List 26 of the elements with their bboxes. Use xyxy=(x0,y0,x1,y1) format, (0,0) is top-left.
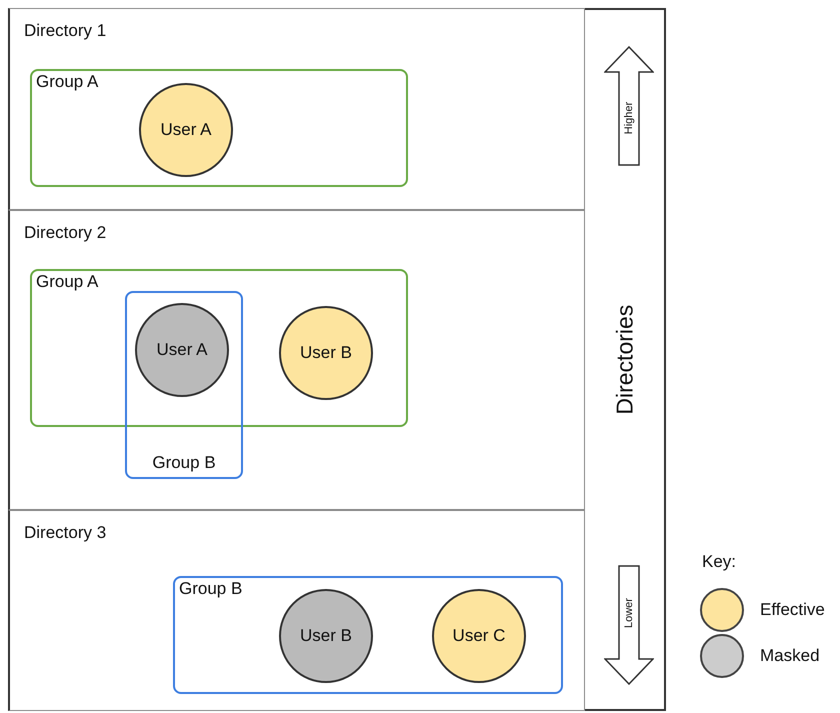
legend-title: Key: xyxy=(702,553,736,572)
user-label: User A xyxy=(156,340,208,360)
directory-band xyxy=(8,510,585,711)
group-box xyxy=(30,69,408,187)
group-label: Group A xyxy=(36,73,98,92)
legend-text: Masked xyxy=(760,647,820,666)
user-label: User C xyxy=(452,626,506,646)
arrow-label: Higher xyxy=(622,102,636,134)
group-label: Group A xyxy=(36,273,98,292)
band-title: Directory 3 xyxy=(24,524,106,543)
up-block-arrow xyxy=(604,46,654,166)
group-box xyxy=(125,291,243,479)
group-box xyxy=(173,576,563,694)
user-label: User B xyxy=(300,626,352,646)
group-label: Group B xyxy=(151,454,217,473)
arrow-label: Lower xyxy=(622,598,636,628)
legend-text: Effective xyxy=(760,601,825,620)
group-label: Group B xyxy=(179,580,242,599)
directory-band xyxy=(8,8,585,210)
down-block-arrow xyxy=(604,565,654,685)
band-title: Directory 2 xyxy=(24,224,106,243)
column-title: Directories xyxy=(612,304,638,414)
user-label: User B xyxy=(300,344,352,362)
user-label: User A xyxy=(160,120,212,140)
band-title: Directory 1 xyxy=(24,22,106,41)
directories-column xyxy=(585,8,666,711)
